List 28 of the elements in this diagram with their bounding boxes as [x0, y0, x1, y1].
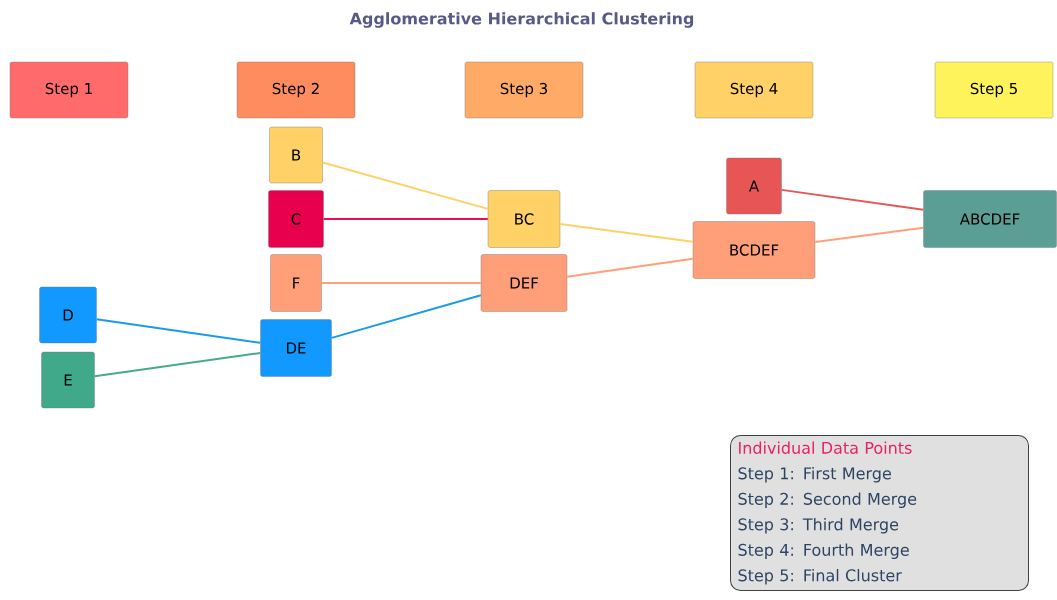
- connector-line: [93, 352, 262, 378]
- connector-line: [330, 294, 482, 339]
- step-box: Step 1: [9, 61, 129, 119]
- data-point-box: F: [270, 254, 322, 312]
- connector-line: [321, 161, 489, 210]
- connector-line: [322, 218, 489, 220]
- legend-box: Individual Data Points Step 1: First Merge Step 2: Second Merge Step 3: Third Merge Step 4: Fourth Merge Step 5: Final Cluster: [730, 435, 1029, 591]
- connector-line: [95, 318, 262, 344]
- cluster-box: BCDEF: [692, 221, 816, 279]
- connector-line: [559, 222, 694, 243]
- cluster-box: BC: [487, 190, 561, 248]
- cluster-box: ABCDEF: [923, 190, 1057, 248]
- step-box: Step 5: [934, 61, 1054, 119]
- data-point-box: B: [269, 126, 323, 184]
- cluster-box: DE: [260, 319, 332, 377]
- data-point-box: D: [39, 286, 97, 344]
- step-box: Step 4: [694, 61, 814, 119]
- connector-line: [780, 188, 925, 211]
- data-point-box: C: [268, 190, 324, 248]
- connector-line: [320, 282, 482, 284]
- data-point-box: A: [726, 157, 782, 215]
- step-box: Step 2: [236, 61, 356, 119]
- cluster-box: DEF: [480, 254, 568, 312]
- step-box: Step 3: [464, 61, 584, 119]
- connector-line: [566, 257, 694, 278]
- title: Agglomerative Hierarchical Clustering: [349, 12, 694, 28]
- connector-line: [814, 226, 925, 243]
- data-point-box: E: [41, 351, 95, 409]
